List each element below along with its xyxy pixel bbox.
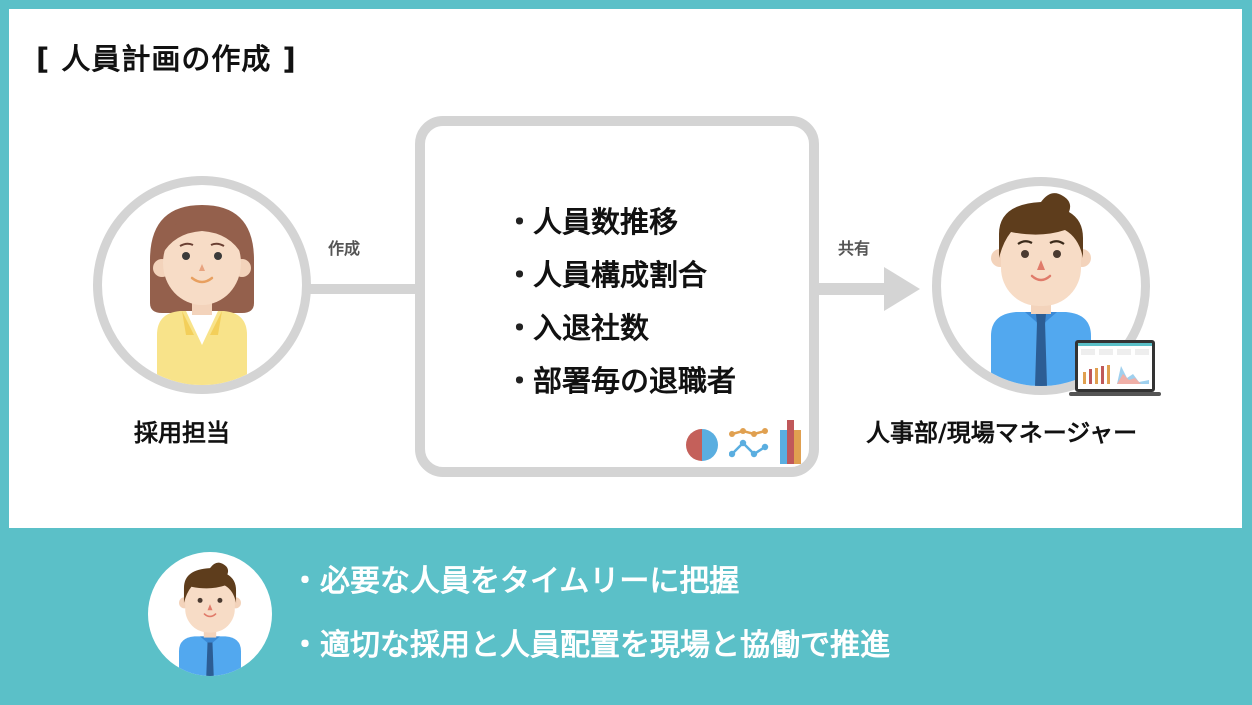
male-manager-icon xyxy=(991,193,1091,386)
page-title: [ 人員計画の作成 ] xyxy=(36,42,297,76)
connector-line-left xyxy=(300,284,418,294)
connector-line-right xyxy=(818,283,890,295)
list-item: ・入退社数 xyxy=(505,311,650,345)
share-label: 共有 xyxy=(838,239,871,258)
content-box: ・人員数推移 ・人員構成割合 ・入退社数 ・部署毎の退職者 xyxy=(415,116,819,477)
right-person-label: 人事部/現場マネージャー xyxy=(866,419,1138,447)
female-recruiter-icon xyxy=(150,205,254,385)
line-chart-icon xyxy=(729,428,769,458)
create-label: 作成 xyxy=(328,239,361,258)
list-item: ・部署毎の退職者 xyxy=(505,364,737,398)
pie-chart-icon xyxy=(686,429,718,461)
list-item: ・人員数推移 xyxy=(505,205,679,239)
metric-list: ・人員数推移 ・人員構成割合 ・入退社数 ・部署毎の退職者 xyxy=(505,196,736,408)
bar-chart-icon xyxy=(780,420,801,464)
laptop-dashboard-icon xyxy=(1069,340,1161,396)
summary-point: ・適切な採用と人員配置を現場と協働で推進 xyxy=(290,628,890,663)
bottom-avatar-circle xyxy=(148,552,272,676)
summary-points: ・必要な人員をタイムリーに把握 ・適切な採用と人員配置を現場と協働で推進 xyxy=(290,556,890,684)
list-item: ・人員構成割合 xyxy=(505,258,708,292)
left-person-circle xyxy=(93,176,311,394)
male-manager-avatar-icon xyxy=(179,562,241,676)
summary-point: ・必要な人員をタイムリーに把握 xyxy=(290,564,740,599)
arrow-head-icon xyxy=(884,267,920,311)
left-person-label: 採用担当 xyxy=(134,419,230,447)
